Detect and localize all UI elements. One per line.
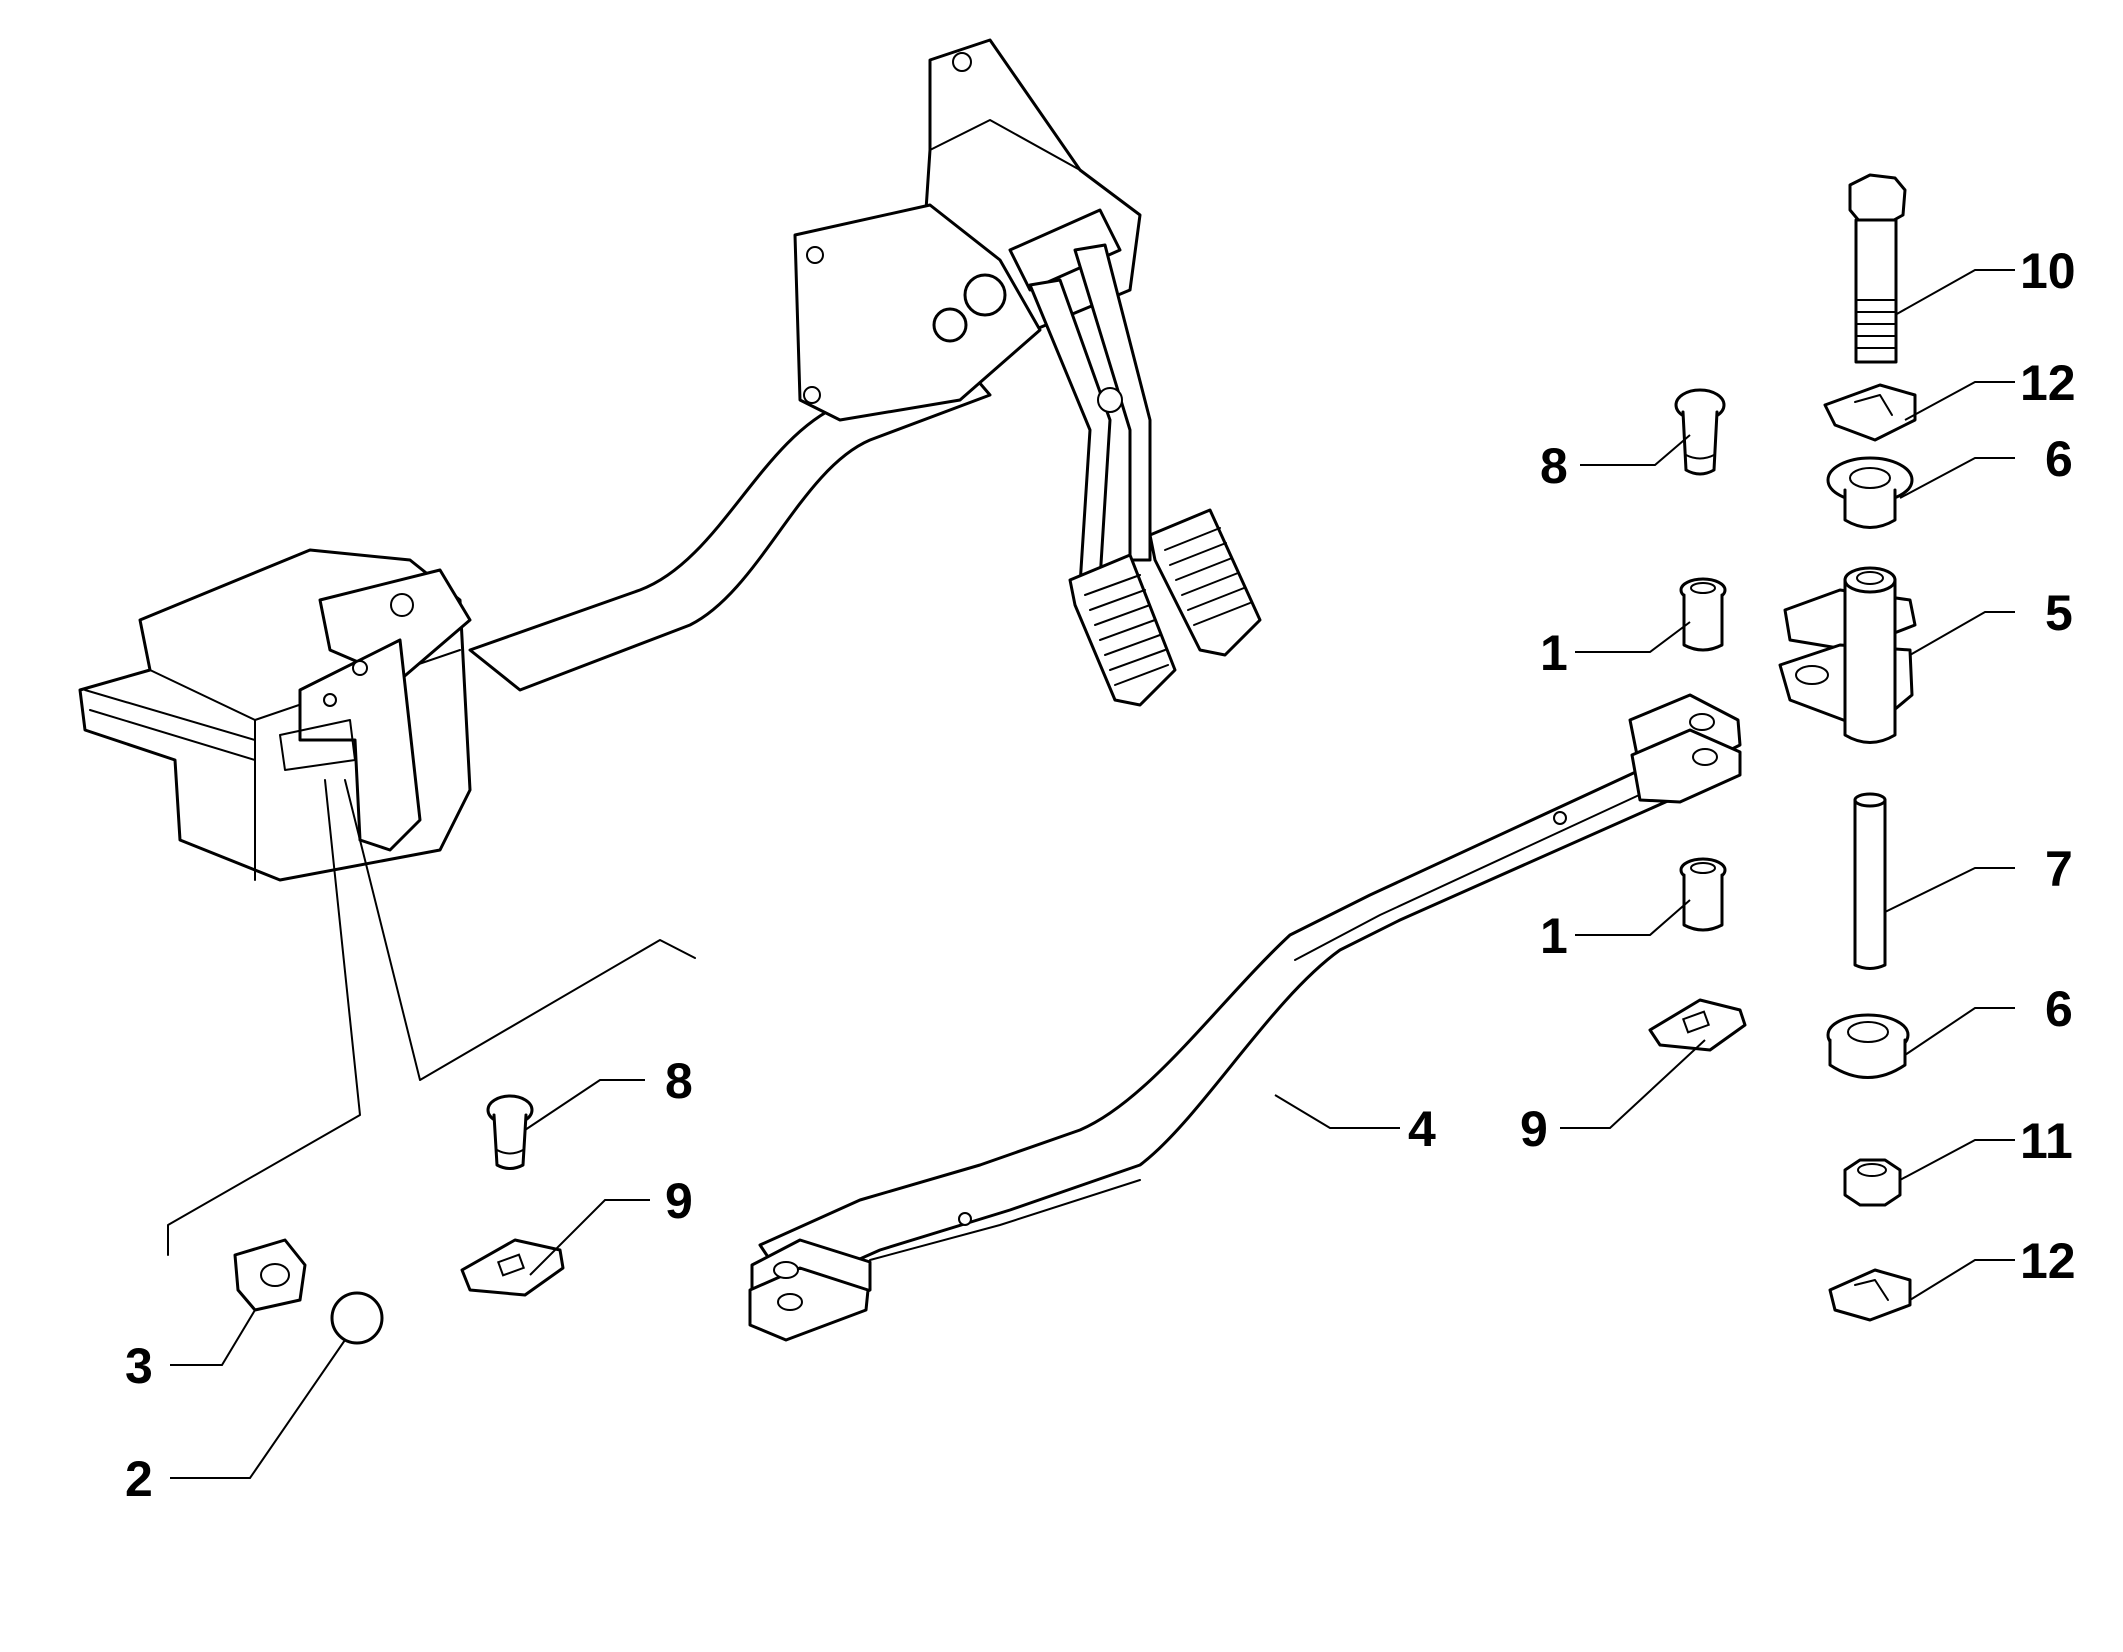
- callout-5: 5: [2045, 585, 2073, 641]
- callout-9-left: 9: [665, 1173, 693, 1229]
- callout-4: 4: [1408, 1101, 1436, 1157]
- callout-3: 3: [125, 1338, 153, 1394]
- callout-8-upper: 8: [1540, 438, 1568, 494]
- callout-6-lower: 6: [2045, 981, 2073, 1037]
- detail-callout-lines: [167, 779, 696, 1256]
- part-12-clip-lower: [1828, 1268, 1912, 1322]
- part-1-bushing-lower: [1679, 857, 1727, 932]
- part-9-clip-right: [1648, 998, 1747, 1052]
- callout-10: 10: [2020, 243, 2076, 299]
- callout-1-upper: 1: [1540, 625, 1568, 681]
- callout-12-lower: 12: [2020, 1233, 2076, 1289]
- callout-6-upper: 6: [2045, 431, 2073, 487]
- part-2-ball: [330, 1291, 384, 1345]
- callout-12-upper: 12: [2020, 355, 2076, 411]
- callout-2: 2: [125, 1451, 153, 1507]
- callout-11: 11: [2020, 1113, 2073, 1169]
- part-10-bolt: [1848, 173, 1907, 364]
- part-3-washer: [233, 1238, 307, 1312]
- part-5-pivot-bracket: [1778, 566, 1917, 744]
- callout-9-right: 9: [1520, 1101, 1548, 1157]
- callout-7: 7: [2045, 841, 2073, 897]
- callout-8-left: 8: [665, 1053, 693, 1109]
- part-6-bushing-upper: [1826, 456, 1914, 529]
- part-1-bushing-upper: [1679, 577, 1727, 652]
- part-9-clip-left: [460, 1238, 565, 1297]
- callout-1-lower: 1: [1540, 908, 1568, 964]
- part-6-bushing-lower: [1826, 1013, 1910, 1079]
- leader-lines: [170, 269, 2015, 1479]
- pedal-assembly: [468, 38, 1262, 707]
- callout-labels: 10 12 6 5 7 6 11 12 8 1 1 9 4 8 9 3 2: [125, 243, 2076, 1507]
- part-12-clip-upper: [1823, 383, 1917, 442]
- part-4-linkage-rod: [748, 693, 1742, 1342]
- part-8-pin-left: [486, 1094, 534, 1170]
- part-8-pin-upper: [1674, 388, 1726, 476]
- part-7-pin: [1853, 792, 1887, 970]
- part-11-nut: [1843, 1158, 1902, 1207]
- housing-bracket: [78, 548, 472, 882]
